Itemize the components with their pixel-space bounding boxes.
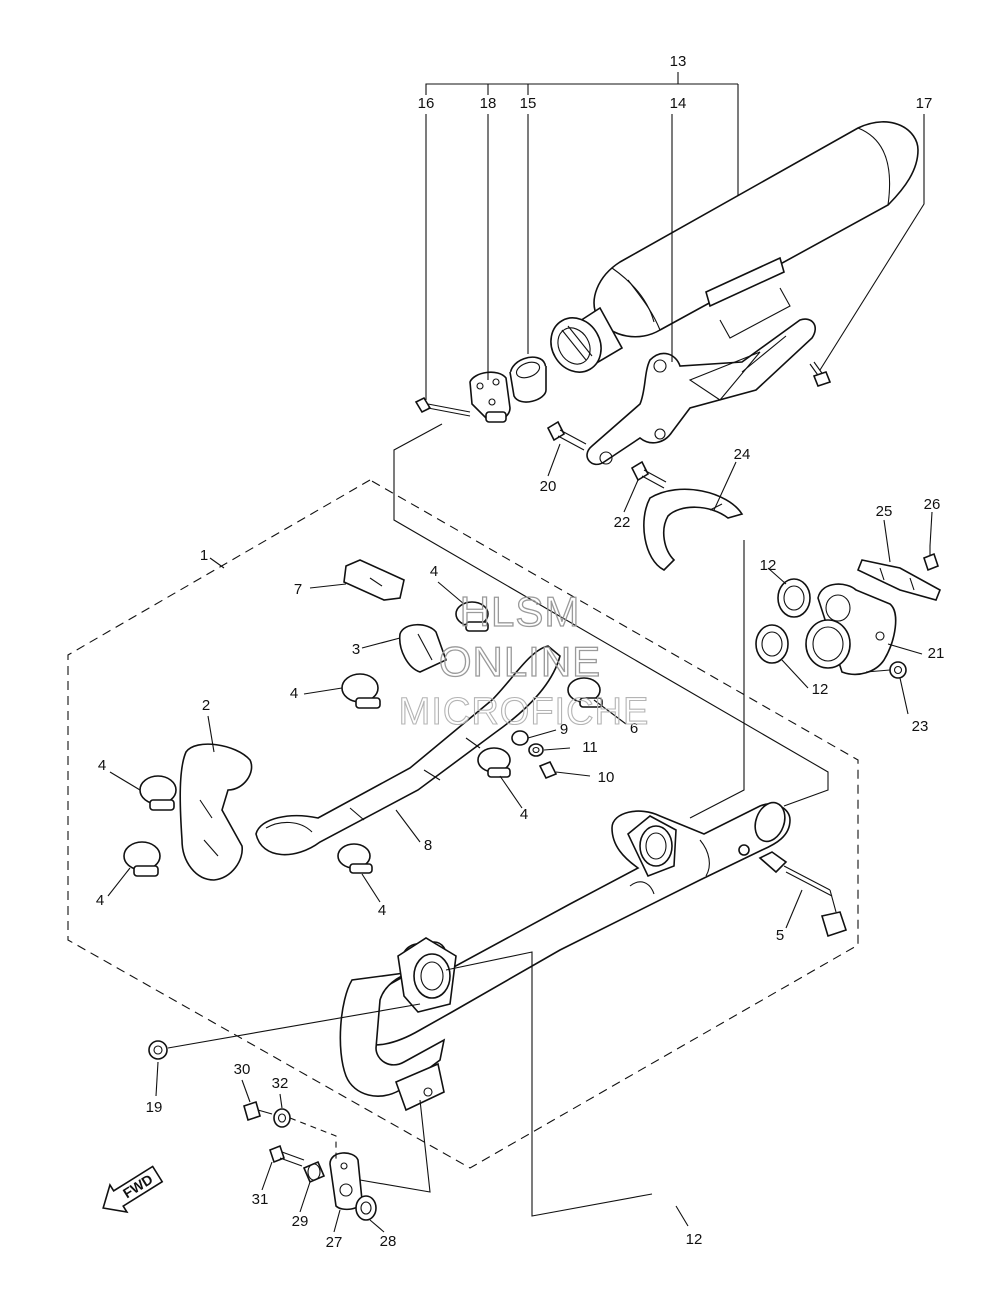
exhaust-joint-pipe	[805, 583, 897, 676]
callout-30: 30	[234, 1061, 251, 1078]
band-clamp-a	[139, 775, 177, 811]
callout-19: 19	[146, 1099, 163, 1116]
callout-4-e: 4	[520, 806, 528, 823]
leader-lines	[107, 72, 933, 1233]
callout-20: 20	[540, 478, 557, 495]
callout-4-a: 4	[98, 757, 106, 774]
relation-lines	[393, 423, 829, 819]
heat-shield-bolt	[630, 460, 667, 489]
callout-1: 1	[200, 547, 208, 564]
callout-18: 18	[480, 95, 497, 112]
callout-labels: 13 16 18 15 14 17 20 22 24 25 26 12 21 1…	[96, 53, 945, 1251]
flange-nut	[148, 1040, 168, 1060]
callout-7: 7	[294, 581, 302, 598]
callout-16: 16	[418, 95, 435, 112]
rear-heat-shield	[643, 488, 744, 571]
callout-12-upper: 12	[760, 557, 777, 574]
callout-23: 23	[912, 718, 929, 735]
oxygen-sensor	[758, 851, 848, 938]
rubber-damper	[355, 1195, 377, 1221]
exhaust-protector-front	[179, 743, 253, 881]
muffler-body	[593, 121, 919, 339]
watermark-line-3: MICROFICHE	[399, 691, 650, 733]
plate-screw	[923, 546, 939, 572]
band-clamp-c	[341, 673, 381, 709]
band-clamp-b	[123, 841, 161, 877]
callout-5: 5	[776, 927, 784, 944]
washer-11	[528, 743, 544, 757]
muffler-joint-clamp	[469, 371, 511, 423]
callout-27: 27	[326, 1234, 343, 1251]
callout-10: 10	[598, 769, 615, 786]
stay-bolt	[243, 1100, 273, 1122]
callout-2: 2	[202, 697, 210, 714]
callout-4-f: 4	[378, 902, 386, 919]
muffler-inlet-pipe	[550, 306, 624, 373]
callout-6: 6	[630, 720, 638, 737]
spacer-collar	[302, 1160, 326, 1184]
callout-12-bottom: 12	[686, 1231, 703, 1248]
callout-4-c: 4	[290, 685, 298, 702]
band-clamp-f	[337, 843, 373, 874]
callout-3: 3	[352, 641, 360, 658]
callout-32: 32	[272, 1075, 289, 1092]
callout-29: 29	[292, 1213, 309, 1230]
callout-13: 13	[670, 53, 687, 70]
exhaust-protector-main	[255, 645, 561, 856]
callout-11: 11	[582, 739, 598, 756]
pipe-mount-stay	[394, 1062, 445, 1112]
forward-direction-arrow: FWD	[102, 1165, 164, 1214]
bracket-bolt-long	[546, 420, 587, 451]
protector-bracket-3	[398, 623, 447, 673]
band-clamp-d	[455, 601, 489, 632]
callout-22: 22	[614, 514, 631, 531]
washer	[273, 1108, 291, 1128]
callout-4-b: 4	[96, 892, 104, 909]
callout-12-lower: 12	[812, 681, 829, 698]
muffler-gasket-sleeve	[509, 356, 547, 403]
callout-14: 14	[670, 95, 687, 112]
callout-4-d: 4	[430, 563, 438, 580]
damper-9	[511, 730, 529, 746]
joint-heat-plate	[856, 559, 942, 601]
muffler-bracket	[586, 318, 816, 466]
gasket-lower	[755, 624, 789, 664]
muffler-mount-bolt	[809, 361, 832, 387]
hanger-bolt	[269, 1144, 305, 1167]
callout-9: 9	[560, 721, 568, 738]
front-pipe-flange	[397, 937, 457, 1013]
callout-28: 28	[380, 1233, 397, 1250]
callout-24: 24	[734, 446, 751, 463]
band-clamp-6	[567, 677, 603, 708]
callout-21: 21	[928, 645, 945, 662]
protector-cover-7	[343, 559, 405, 601]
gasket-upper	[777, 578, 811, 618]
screw-10	[538, 760, 558, 780]
watermark-line-1: HLSM	[460, 588, 581, 635]
callout-8: 8	[424, 837, 432, 854]
callout-31: 31	[252, 1191, 269, 1208]
watermark-line-2: ONLINE	[439, 638, 601, 685]
band-clamp-e	[477, 747, 511, 778]
joint-nut	[889, 661, 907, 679]
assembly-boundary	[67, 479, 859, 1169]
callout-17: 17	[916, 95, 933, 112]
callout-25: 25	[876, 503, 893, 520]
rear-pipe-flange	[627, 815, 677, 878]
callout-15: 15	[520, 95, 537, 112]
clamp-bolt	[414, 396, 471, 417]
watermark: HLSM ONLINE MICROFICHE	[398, 587, 650, 733]
callout-26: 26	[924, 496, 941, 513]
